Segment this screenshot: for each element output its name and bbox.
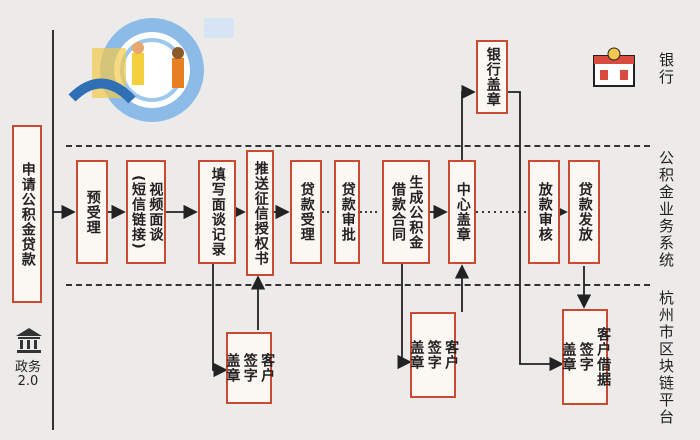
step-label: 盖章	[560, 342, 577, 372]
step-label: 客户借据	[595, 327, 612, 387]
step-label: (短信链接)	[130, 174, 146, 250]
person-figure	[172, 58, 184, 88]
step-generate-contract: 生成公积金 借款合同	[382, 160, 430, 264]
lane-divider-top	[66, 145, 650, 147]
step-customer-sign-3: 客户借据 签字 盖章	[560, 309, 612, 405]
step-video-interview: 视频面谈 (短信链接)	[126, 160, 166, 264]
vertical-separator	[52, 30, 54, 430]
step-loan-disbursement: 贷款发放	[568, 160, 600, 264]
step-label: 推送征信授权书	[252, 160, 269, 266]
step-label: 中心盖章	[454, 182, 471, 242]
illustration	[68, 18, 234, 122]
step-center-seal: 中心盖章	[448, 160, 476, 264]
apply-loan-box: 申请公积金贷款	[12, 125, 42, 303]
step-label: 盖章	[408, 340, 425, 370]
step-label: 生成公积金	[407, 174, 424, 250]
step-label: 盖章	[224, 353, 241, 383]
gov-label: 政务	[14, 360, 41, 375]
lane-label-bank: 银行	[657, 52, 675, 86]
step-label: 签字	[577, 342, 594, 372]
step-push-credit-auth: 推送征信授权书	[246, 150, 274, 276]
government-building-icon	[16, 328, 42, 353]
person-figure	[132, 53, 144, 85]
step-label: 放款审核	[536, 182, 553, 242]
step-label: 贷款审批	[339, 182, 356, 242]
step-label: 预受理	[84, 189, 101, 235]
apply-loan-label: 申请公积金贷款	[19, 161, 36, 267]
step-label: 填写面谈记录	[209, 167, 226, 257]
step-disbursement-review: 放款审核	[528, 160, 560, 264]
step-label: 借款合同	[390, 182, 406, 242]
step-label: 银行盖章	[484, 47, 501, 107]
step-fill-record: 填写面谈记录	[198, 160, 236, 264]
step-pre-acceptance: 预受理	[76, 160, 108, 264]
lane-label-chain: 杭州市区块链平台	[657, 290, 675, 426]
step-label: 贷款受理	[298, 182, 315, 242]
lane-divider-bottom	[66, 284, 650, 286]
step-label: 贷款发放	[576, 182, 593, 242]
lane-label-gjj: 公积金业务系统	[657, 150, 675, 269]
step-label: 客户	[443, 340, 460, 370]
step-bank-seal: 银行盖章	[476, 40, 508, 114]
step-loan-acceptance: 贷款受理	[290, 160, 322, 264]
gov-version: 2.0	[17, 374, 39, 389]
step-customer-sign-2: 客户 签字 盖章	[408, 312, 460, 398]
step-customer-sign-1: 客户 签字 盖章	[224, 332, 276, 404]
step-label: 客户	[259, 353, 276, 383]
step-loan-approval: 贷款审批	[334, 160, 360, 264]
step-label: 签字	[241, 353, 258, 383]
step-label: 视频面谈	[147, 182, 164, 242]
bank-icon	[593, 47, 635, 87]
step-label: 签字	[425, 340, 442, 370]
